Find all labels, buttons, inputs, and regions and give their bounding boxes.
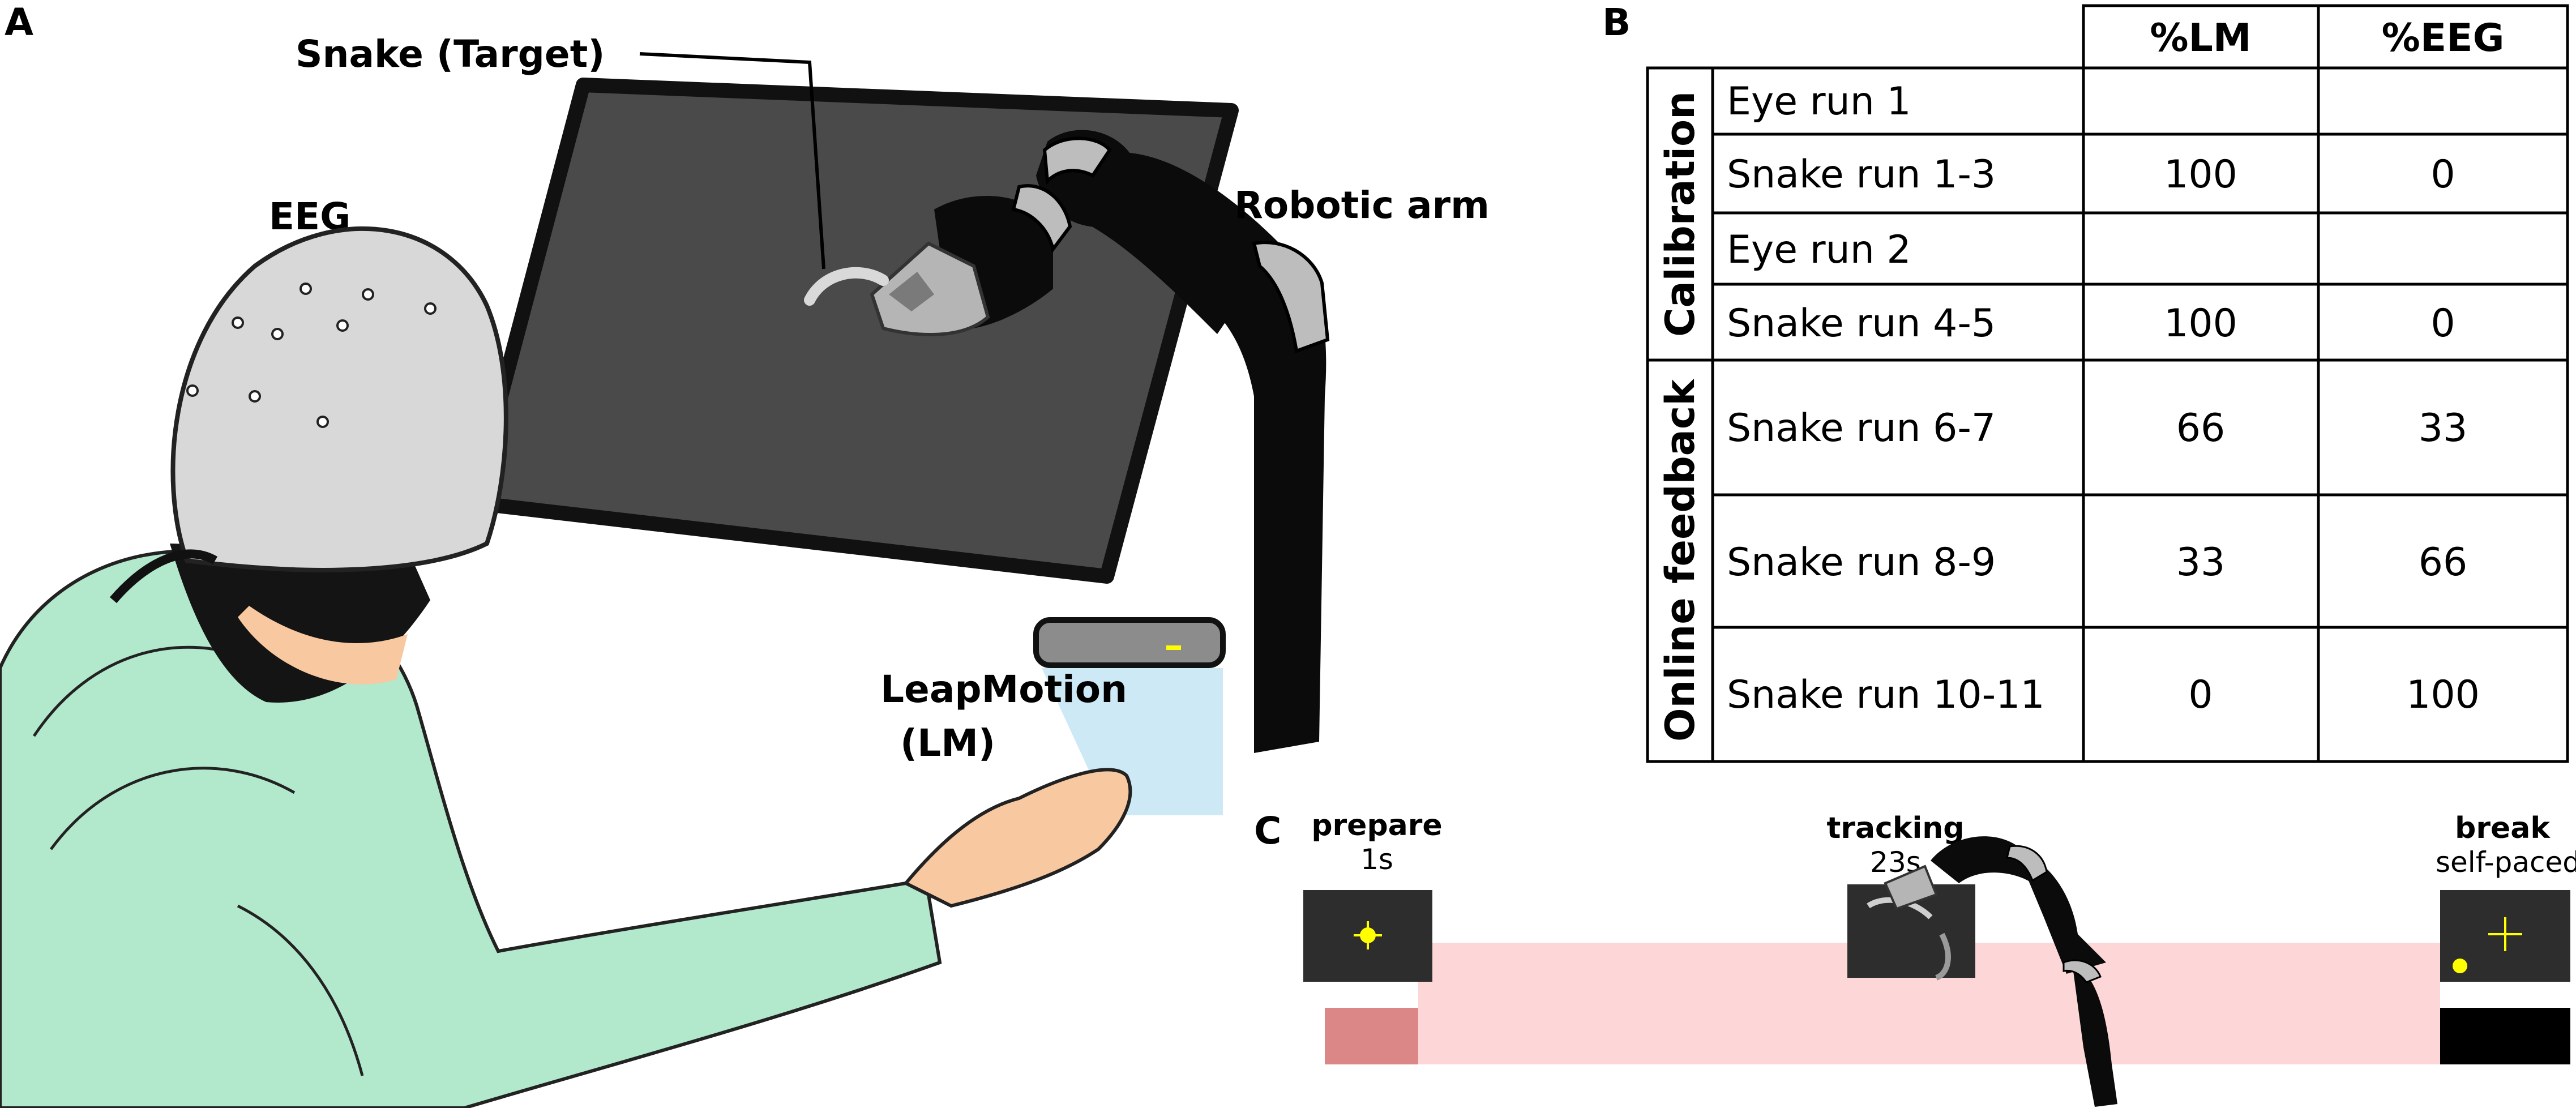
row-label: Eye run 2 [1727,228,1911,272]
row-label: Snake run 6-7 [1727,406,1996,451]
panel-c-letter: C [1254,809,1281,853]
group-label-calibration: Calibration [1657,91,1704,337]
timeline-prepare-bar [1325,1008,1418,1064]
snake-target [804,267,889,306]
eeg-cell: 33 [2419,406,2468,451]
phase-title-prepare: prepare [1311,808,1442,842]
phase-duration-prepare: 1s [1360,843,1393,876]
leapmotion-label-line1: LeapMotion [880,668,1127,711]
panel-a: A Snake (Target) EEG Robotic arm LeapMot… [0,1,1490,1108]
panel-c: C prepare 1s tracking 23s break self-pac… [1254,808,2576,1107]
leapmotion-led [1166,645,1181,650]
snake-callout-line [639,52,825,269]
eeg-cell: 100 [2406,673,2480,717]
row-label: Snake run 10-11 [1727,673,2045,717]
robotic-arm-label: Robotic arm [1234,183,1490,227]
participant [0,226,1132,1108]
table-frame [1646,66,2569,763]
snake-target-label: Snake (Target) [296,32,605,76]
hoodie [0,549,942,1108]
timeline-break-bar [2440,1008,2570,1064]
tracking-robotic-arm [1884,836,2117,1107]
electrodes [186,283,437,428]
panel-b-letter: B [1602,1,1631,44]
phase-title-break: break [2455,811,2551,845]
row-label: Eye run 1 [1727,79,1911,124]
lm-cell: 0 [2188,673,2213,717]
row-label: Snake run 1-3 [1727,152,1996,197]
lm-cell: 100 [2164,301,2237,346]
prepare-fixation-icon [1354,921,1382,949]
eeg-cell: 0 [2430,301,2455,346]
break-cross-icon [2488,917,2522,951]
panel-b: B %LM %EEG Calibration Online feedback E… [1602,1,2569,763]
hand [903,768,1132,908]
phase-duration-break: self-paced [2436,846,2576,879]
row-label: Snake run 8-9 [1727,540,1996,585]
break-dot-icon [2453,959,2467,973]
lm-cell: 33 [2176,540,2226,585]
neck [238,606,408,685]
eeg-cell: 0 [2430,152,2455,197]
lm-cell: 66 [2176,406,2226,451]
leapmotion-label-line2: (LM) [900,721,995,765]
panel-a-letter: A [5,1,33,44]
group-label-online-feedback: Online feedback [1657,379,1704,742]
robotic-arm [870,130,1330,753]
eeg-cell: 66 [2419,540,2468,585]
eeg-cap [170,226,508,572]
column-header-eeg: %EEG [2382,16,2505,61]
phase-title-tracking: tracking [1826,811,1964,845]
leapmotion-device [1033,617,1226,668]
lm-cell: 100 [2164,152,2237,197]
leapmotion-beam [1042,668,1223,815]
column-header-lm: %LM [2150,16,2251,61]
row-label: Snake run 4-5 [1727,301,1996,346]
